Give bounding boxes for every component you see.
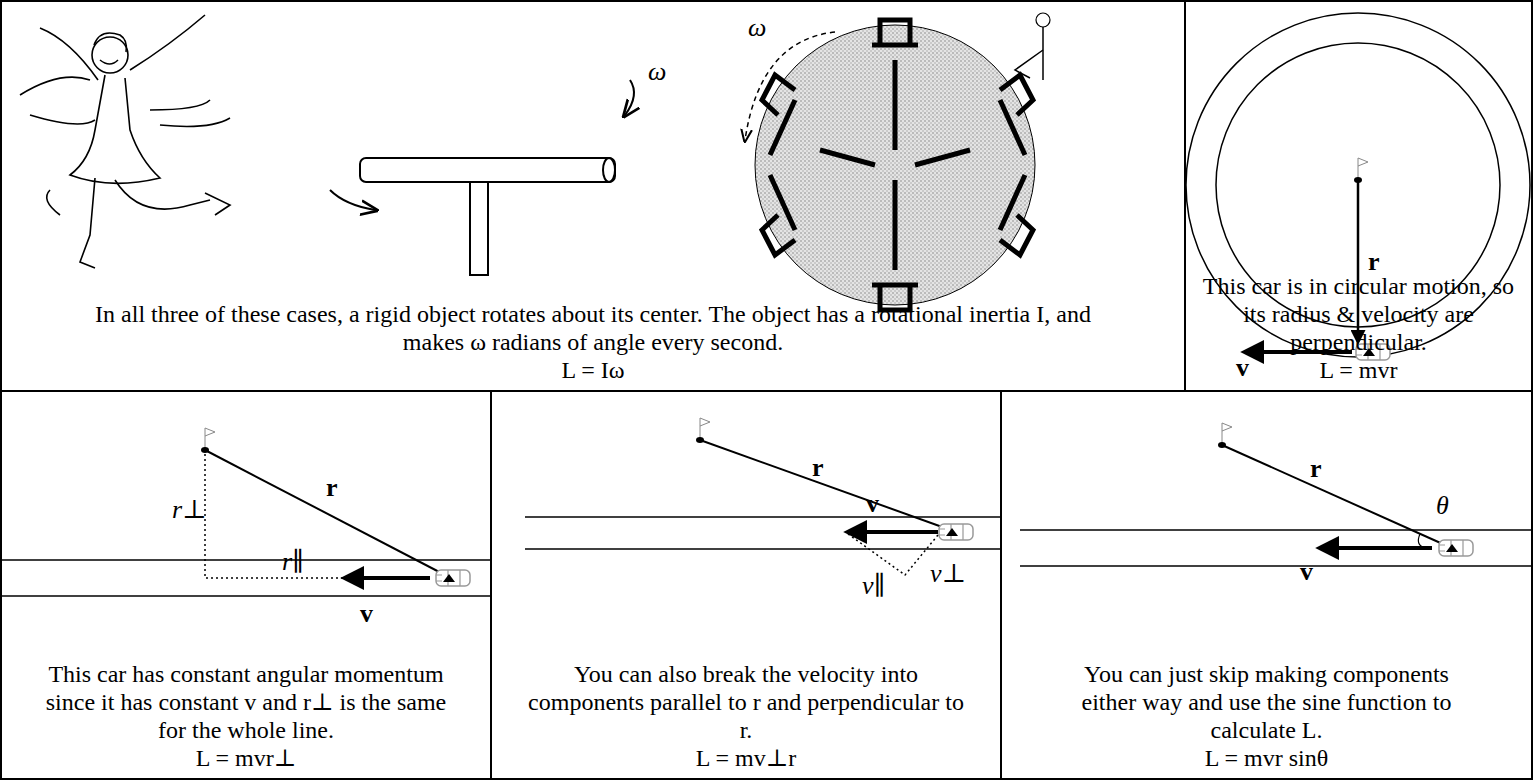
caption-cell: This car has constant angular momentum s… (0, 390, 492, 780)
caption-cell: You can also break the velocity into com… (490, 390, 1002, 780)
rotating-t-bar (330, 80, 634, 275)
vector-label: θ (1436, 492, 1449, 520)
formula-text: L = mvr sinθ (1197, 744, 1336, 772)
formula-text: L = Iω (553, 356, 632, 384)
caption-text: You can also break the velocity into com… (518, 660, 974, 744)
formula-text: L = mvr (1312, 356, 1406, 384)
caption-text: In all three of these cases, a rigid obj… (85, 300, 1101, 356)
straight-road-components (525, 418, 1000, 575)
caption-cell: In all three of these cases, a rigid obj… (0, 0, 1186, 392)
caption-text: This car is in circular motion, so its r… (1186, 272, 1531, 356)
caption-cell: This car is in circular motion, so its r… (1184, 0, 1533, 392)
vector-label: r∥ (282, 548, 304, 576)
vector-label: r (1368, 248, 1380, 276)
vector-label: v (360, 600, 373, 628)
vector-label: v (1300, 558, 1313, 586)
skater-figure (20, 15, 230, 268)
vector-label: v∥ (862, 572, 886, 600)
caption-text: This car has constant angular momentum s… (28, 660, 464, 744)
formula-text: L = mvr⊥ (188, 744, 305, 772)
vector-label: v (866, 490, 879, 518)
straight-road-angle (1020, 423, 1533, 566)
vector-label: ω (648, 58, 666, 86)
vector-label: ω (748, 14, 766, 42)
vector-label: r (812, 454, 824, 482)
formula-text: L = mv⊥r (688, 744, 805, 772)
vector-label: v⊥ (930, 560, 966, 588)
merry-go-round (745, 13, 1050, 310)
vector-label: r (326, 474, 338, 502)
straight-road-perp (0, 428, 490, 596)
caption-cell: You can just skip making components eith… (1000, 390, 1533, 780)
caption-text: You can just skip making components eith… (1049, 660, 1485, 744)
vector-label: r⊥ (172, 496, 207, 524)
vector-label: r (1310, 455, 1322, 483)
vector-label: v (1236, 354, 1249, 382)
circular-track (1186, 13, 1530, 360)
